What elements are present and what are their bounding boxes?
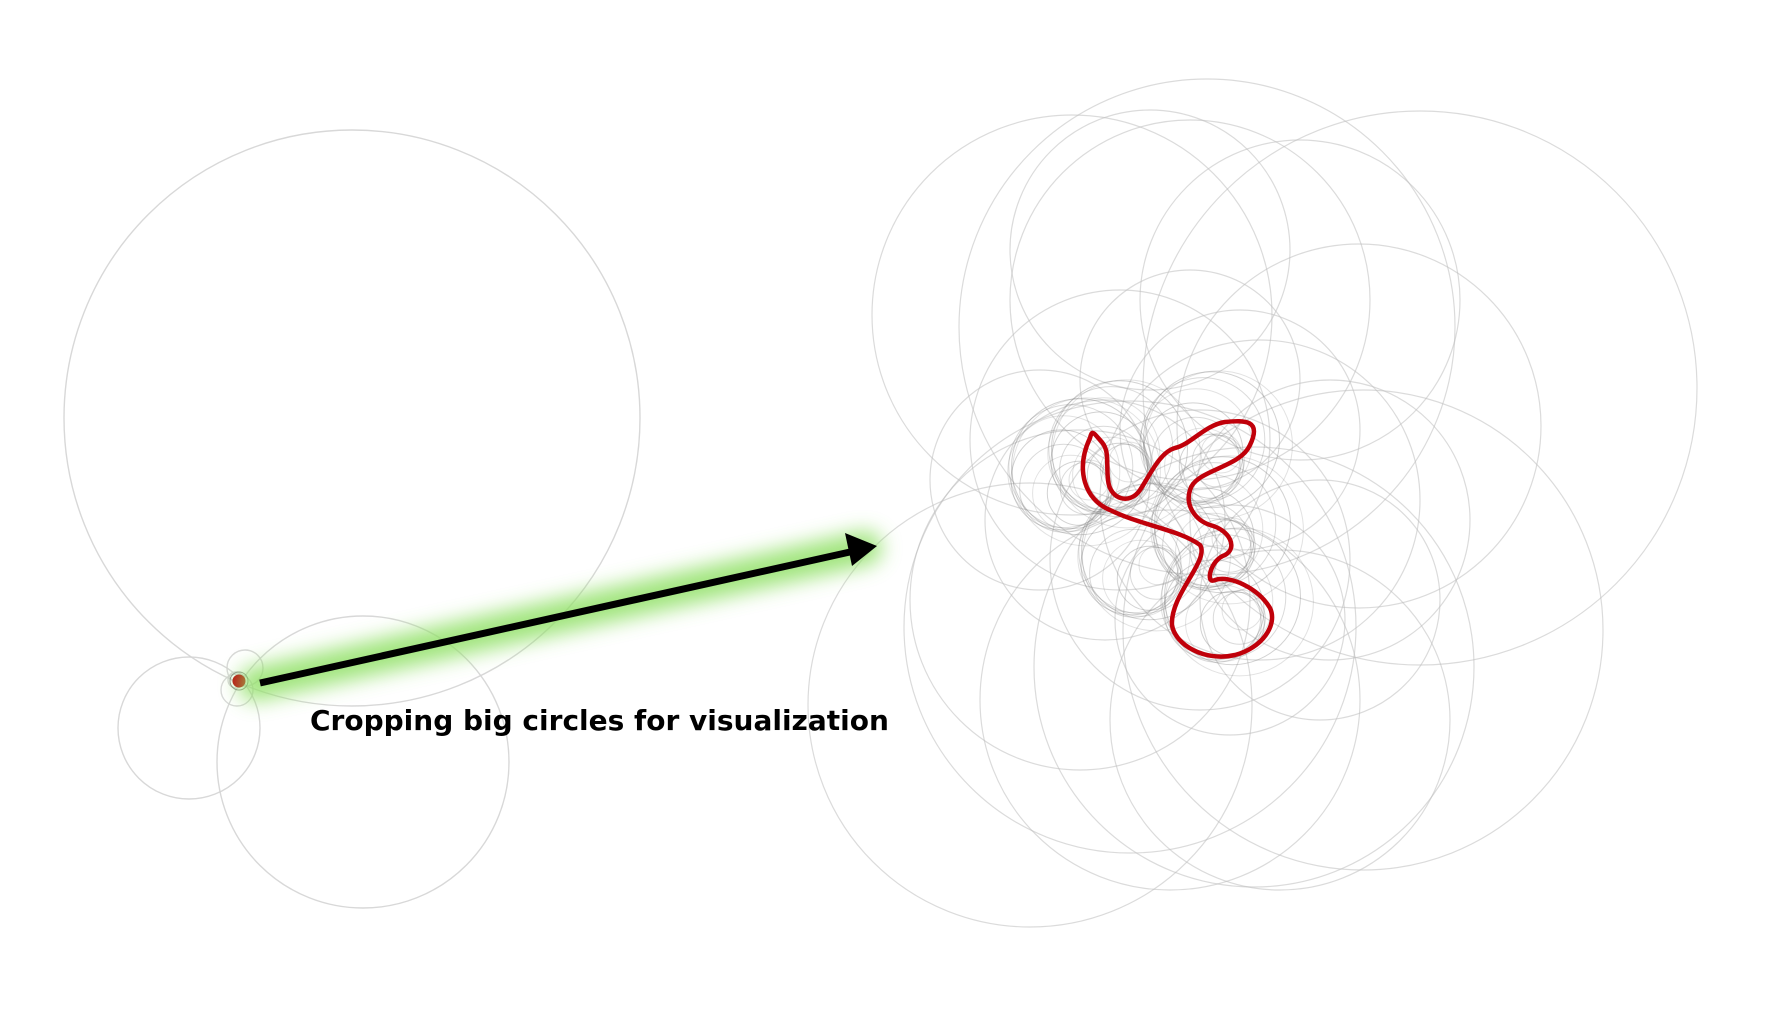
- small-epicycle-circle: [1189, 518, 1255, 584]
- epicycle-circle: [1189, 379, 1471, 661]
- epicycle-circle: [1142, 110, 1698, 666]
- epicycle-circle: [117, 656, 261, 800]
- small-epicycle-circle: [1175, 512, 1253, 590]
- small-epicycle-circle: [1116, 545, 1182, 611]
- epicycle-circle: [1176, 243, 1542, 609]
- small-epicycle-circle: [1047, 397, 1161, 511]
- epicycle-circle: [63, 129, 641, 707]
- small-epicycle-circle: [1162, 501, 1252, 591]
- small-epicycle-circle: [1050, 411, 1152, 513]
- small-epicycle-circle: [1080, 514, 1182, 616]
- small-epicycle-circle: [1140, 377, 1266, 503]
- epicycle-circle: [807, 482, 1253, 928]
- small-epicycle-circle: [1089, 528, 1179, 618]
- small-epicycle-circle: [1221, 589, 1263, 631]
- small-epicycle-circle: [1081, 483, 1218, 621]
- epicycle-circle: [958, 78, 1456, 576]
- epicycle-circle: [929, 369, 1151, 591]
- small-epicycle-circle: [1212, 591, 1266, 645]
- epicycle-circle: [909, 429, 1251, 771]
- small-epicycle-circle: [1011, 397, 1161, 547]
- small-epicycle-circle: [1202, 519, 1256, 573]
- small-epicycle-circle: [1032, 454, 1110, 532]
- small-epicycle-circle: [1010, 429, 1112, 531]
- epicycle-circle: [1119, 309, 1361, 551]
- epicycle-circle: [979, 509, 1361, 891]
- small-epicycle-circle: [1154, 455, 1304, 605]
- small-epicycle-circle: [1051, 379, 1201, 529]
- traced-red-curve: [1080, 418, 1275, 659]
- small-epicycle-circle: [1138, 544, 1180, 586]
- epicycle-circle: [1139, 139, 1461, 461]
- small-epicycle-circle: [1200, 432, 1242, 474]
- small-epicycle-circle: [1129, 546, 1183, 600]
- small-epicycle-circle: [1164, 427, 1242, 505]
- epicycle-circle: [984, 399, 1226, 641]
- small-epicycle-circle: [1077, 500, 1191, 614]
- small-epicycle-circle: [1191, 434, 1245, 488]
- epicycle-circle: [1199, 479, 1441, 721]
- arrow-head: [845, 533, 877, 566]
- epicycle-circle: [1114, 504, 1346, 736]
- epicycle-circle: [1122, 389, 1604, 871]
- small-epicycle-circle: [1019, 443, 1109, 533]
- small-epicycle-circle: [1163, 559, 1265, 661]
- small-epicycle-circle: [1153, 487, 1255, 589]
- small-epicycle-circle: [1164, 528, 1301, 666]
- small-epicycle-circle: [1151, 416, 1241, 506]
- epicycle-circle: [216, 615, 510, 909]
- small-epicycle-circle: [1008, 404, 1134, 530]
- epicycle-circle: [1099, 339, 1421, 661]
- small-epicycle-circle: [1102, 539, 1180, 617]
- small-epicycle-circle: [1081, 482, 1231, 632]
- small-epicycle-circle: [1143, 370, 1293, 520]
- small-epicycle-circle: [1059, 425, 1149, 515]
- epicycle-circle: [871, 114, 1273, 516]
- small-epicycle-circle: [1051, 380, 1188, 518]
- epicycle-circle: [969, 289, 1271, 591]
- small-epicycle-circle: [1164, 527, 1314, 677]
- uncropped-circles-group: [63, 129, 641, 909]
- epicycle-circle: [903, 400, 1357, 854]
- small-epicycle-circle: [1143, 371, 1280, 509]
- caption-text: Cropping big circles for visualization: [310, 704, 889, 737]
- epicycle-circle: [1009, 119, 1371, 481]
- cropped-circles-group: [807, 78, 1698, 928]
- epicycle-circle: [1109, 549, 1451, 891]
- epicycle-circle: [1009, 109, 1291, 391]
- epicycle-circle: [1033, 446, 1475, 888]
- small-epicycle-circle: [1178, 433, 1244, 499]
- small-epicycle-circle: [1211, 517, 1253, 559]
- small-epicycle-circle: [1185, 584, 1263, 662]
- small-epicycle-circle: [1011, 398, 1148, 536]
- small-epicycle-circle: [1007, 415, 1121, 529]
- epicycle-circle: [1049, 409, 1351, 711]
- zoom-arrow: [259, 548, 851, 687]
